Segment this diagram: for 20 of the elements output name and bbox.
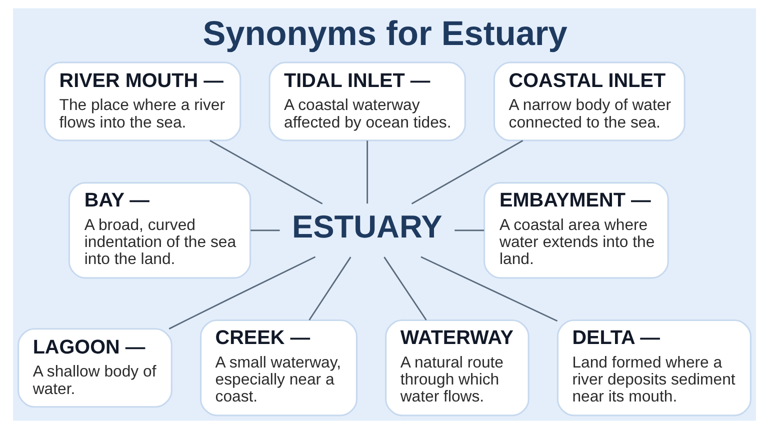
node-box: DELTA — Land formed where a river deposits sediment near its mouth. xyxy=(556,319,751,416)
connector xyxy=(209,140,322,204)
connector xyxy=(308,256,351,320)
connector xyxy=(410,140,523,204)
connector xyxy=(454,230,484,232)
connector xyxy=(383,256,426,320)
connector xyxy=(168,256,316,330)
connector xyxy=(420,256,558,322)
node-box: TIDAL INLET — A coastal waterway affected by ocean tides. xyxy=(268,62,466,142)
connector xyxy=(366,140,368,204)
node-box: EMBAYMENT — A coastal area where water extends into the land. xyxy=(483,182,668,279)
node-box: RIVER MOUTH — The place where a river flows into the sea. xyxy=(43,62,241,142)
node-box: LAGOON — A shallow body of water. xyxy=(17,328,172,408)
node-box: WATERWAY A natural route through which water flows. xyxy=(384,319,529,416)
node-text: ESTUARY xyxy=(291,208,442,244)
node-box: CREEK — A small waterway, especially near a coast. xyxy=(199,319,358,416)
node-box: COASTAL INLET A narrow body of water connected to the sea. xyxy=(492,62,685,142)
diagram-title: Synonyms for Estuary xyxy=(202,15,567,54)
node-box: BAY — A broad, curved indentation of the sea into the land. xyxy=(68,182,251,279)
connector xyxy=(250,230,280,232)
